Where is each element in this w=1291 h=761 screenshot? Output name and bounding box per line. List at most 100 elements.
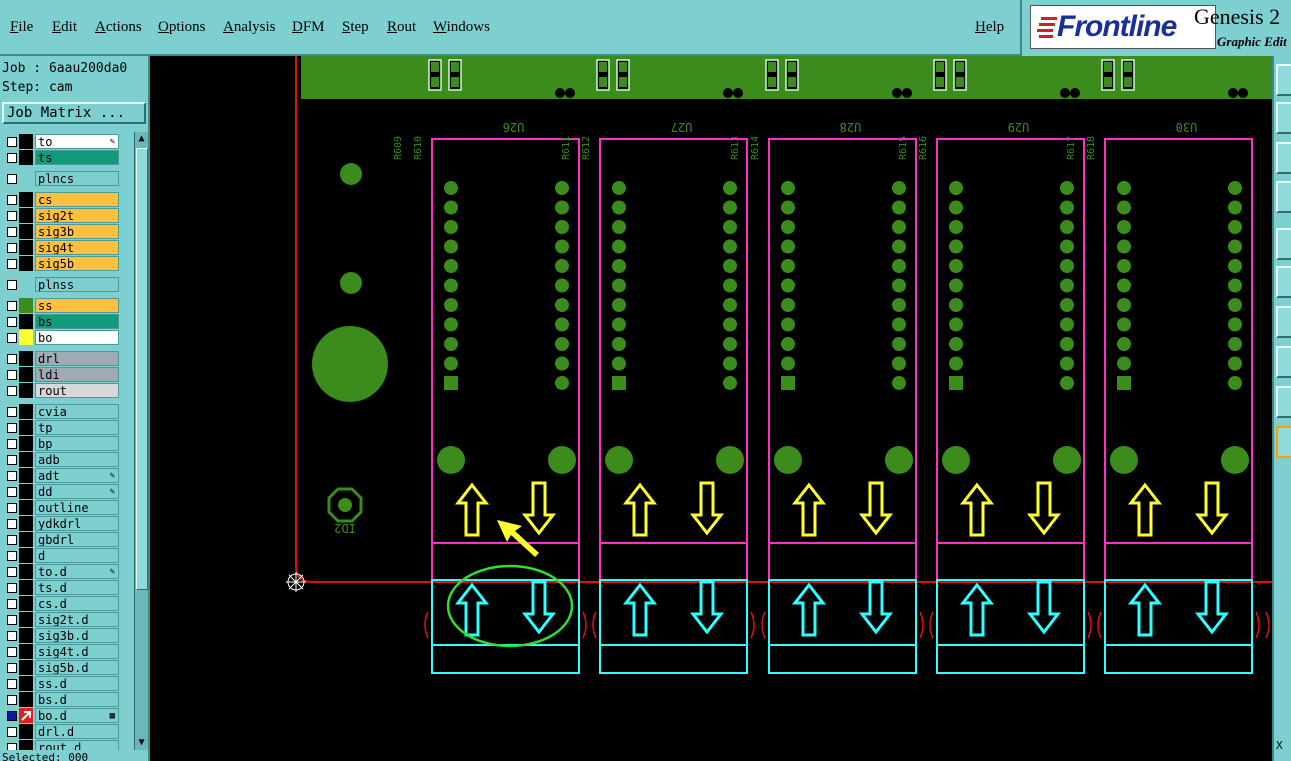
layer-color-swatch[interactable] <box>19 564 33 579</box>
layer-checkbox[interactable] <box>7 439 17 449</box>
layer-row-sig2t-d[interactable]: sig2t.d <box>2 612 120 627</box>
layer-name[interactable]: sig3b.d <box>35 628 119 643</box>
layer-color-swatch[interactable] <box>19 628 33 643</box>
layer-scrollbar[interactable]: ▲ ▼ <box>134 132 148 750</box>
layer-color-swatch[interactable] <box>19 596 33 611</box>
layer-row-drl[interactable]: drl <box>2 351 120 366</box>
layer-name[interactable]: to.d✎ <box>35 564 119 579</box>
tool-button-7[interactable] <box>1276 306 1291 338</box>
layer-color-swatch[interactable] <box>19 436 33 451</box>
layer-color-swatch[interactable] <box>19 612 33 627</box>
layer-row-cs[interactable]: cs <box>2 192 120 207</box>
layer-checkbox[interactable] <box>7 695 17 705</box>
layer-name[interactable]: bo <box>35 330 119 345</box>
layer-color-swatch[interactable] <box>19 644 33 659</box>
layer-name[interactable]: rout <box>35 383 119 398</box>
layer-checkbox[interactable] <box>7 227 17 237</box>
layer-color-swatch[interactable] <box>19 660 33 675</box>
layer-color-swatch[interactable] <box>19 134 33 149</box>
layer-row-sig5b[interactable]: sig5b <box>2 256 120 271</box>
layer-checkbox[interactable] <box>7 386 17 396</box>
layer-row-plnss[interactable]: plnss <box>2 277 120 292</box>
layer-name[interactable]: adb <box>35 452 119 467</box>
layer-color-swatch[interactable] <box>19 192 33 207</box>
layer-row-drl-d[interactable]: drl.d <box>2 724 120 739</box>
layer-color-swatch[interactable] <box>19 314 33 329</box>
layer-row-bp[interactable]: bp <box>2 436 120 451</box>
layer-checkbox[interactable] <box>7 455 17 465</box>
layer-name[interactable]: outline <box>35 500 119 515</box>
layer-color-swatch[interactable] <box>19 208 33 223</box>
layer-checkbox[interactable] <box>7 259 17 269</box>
layer-row-gbdrl[interactable]: gbdrl <box>2 532 120 547</box>
layer-checkbox[interactable] <box>7 407 17 417</box>
layer-checkbox[interactable] <box>7 211 17 221</box>
layer-checkbox[interactable] <box>7 663 17 673</box>
layer-row-ts-d[interactable]: ts.d <box>2 580 120 595</box>
layer-row-to[interactable]: to✎ <box>2 134 120 149</box>
layer-checkbox[interactable] <box>7 551 17 561</box>
layer-name[interactable]: bo.d▦ <box>35 708 119 723</box>
layer-row-sig4t[interactable]: sig4t <box>2 240 120 255</box>
scroll-down-icon[interactable]: ▼ <box>138 737 145 748</box>
layer-row-cvia[interactable]: cvia <box>2 404 120 419</box>
layer-checkbox[interactable] <box>7 423 17 433</box>
tool-button-3[interactable] <box>1276 142 1291 174</box>
layer-row-bo[interactable]: bo <box>2 330 120 345</box>
layer-checkbox[interactable] <box>7 519 17 529</box>
layer-name[interactable]: bs.d <box>35 692 119 707</box>
tool-button-5[interactable] <box>1276 228 1291 260</box>
tool-button-4[interactable] <box>1276 181 1291 213</box>
layer-color-swatch[interactable] <box>19 383 33 398</box>
layer-name[interactable]: bp <box>35 436 119 451</box>
layer-color-swatch[interactable] <box>19 692 33 707</box>
tool-button-1[interactable] <box>1276 64 1291 96</box>
menu-analysis[interactable]: Analysis <box>223 19 276 35</box>
layer-color-swatch[interactable] <box>19 532 33 547</box>
layer-checkbox[interactable] <box>7 599 17 609</box>
layer-color-swatch[interactable] <box>19 277 33 292</box>
menu-options[interactable]: Options <box>158 19 206 35</box>
layer-checkbox[interactable] <box>7 727 17 737</box>
layer-checkbox[interactable] <box>7 174 17 184</box>
layer-row-dd[interactable]: dd✎ <box>2 484 120 499</box>
layer-row-sig5b-d[interactable]: sig5b.d <box>2 660 120 675</box>
layer-checkbox[interactable] <box>7 567 17 577</box>
layer-checkbox[interactable] <box>7 503 17 513</box>
layer-name[interactable]: cs.d <box>35 596 119 611</box>
layer-row-ss-d[interactable]: ss.d <box>2 676 120 691</box>
layer-color-swatch[interactable] <box>19 330 33 345</box>
layer-checkbox[interactable] <box>7 243 17 253</box>
layer-checkbox[interactable] <box>7 647 17 657</box>
layer-color-swatch[interactable] <box>19 580 33 595</box>
layer-row-bs-d[interactable]: bs.d <box>2 692 120 707</box>
layer-row-d[interactable]: d <box>2 548 120 563</box>
layer-name[interactable]: to✎ <box>35 134 119 149</box>
layer-name[interactable]: ss <box>35 298 119 313</box>
layer-color-swatch[interactable] <box>19 256 33 271</box>
layer-name[interactable]: rout.d <box>35 740 119 750</box>
layer-color-swatch[interactable] <box>19 150 33 165</box>
tool-button-8[interactable] <box>1276 346 1291 378</box>
layer-name[interactable]: sig5b.d <box>35 660 119 675</box>
layer-name[interactable]: sig3b <box>35 224 119 239</box>
layer-name[interactable]: drl <box>35 351 119 366</box>
menu-dfm[interactable]: DFM <box>292 19 325 35</box>
layer-color-swatch[interactable] <box>19 548 33 563</box>
layer-name[interactable]: ydkdrl <box>35 516 119 531</box>
layer-checkbox[interactable] <box>7 711 17 721</box>
menu-actions[interactable]: Actions <box>95 19 142 35</box>
layer-row-ss[interactable]: ss <box>2 298 120 313</box>
tool-button-6[interactable] <box>1276 266 1291 298</box>
layer-checkbox[interactable] <box>7 280 17 290</box>
layer-name[interactable]: tp <box>35 420 119 435</box>
layer-checkbox[interactable] <box>7 615 17 625</box>
layer-color-swatch[interactable] <box>19 676 33 691</box>
layer-color-swatch[interactable] <box>19 420 33 435</box>
layer-row-to-d[interactable]: to.d✎ <box>2 564 120 579</box>
layer-name[interactable]: plncs <box>35 171 119 186</box>
layer-color-swatch[interactable] <box>19 224 33 239</box>
layer-color-swatch[interactable] <box>19 468 33 483</box>
layer-checkbox[interactable] <box>7 137 17 147</box>
layer-row-sig3b[interactable]: sig3b <box>2 224 120 239</box>
